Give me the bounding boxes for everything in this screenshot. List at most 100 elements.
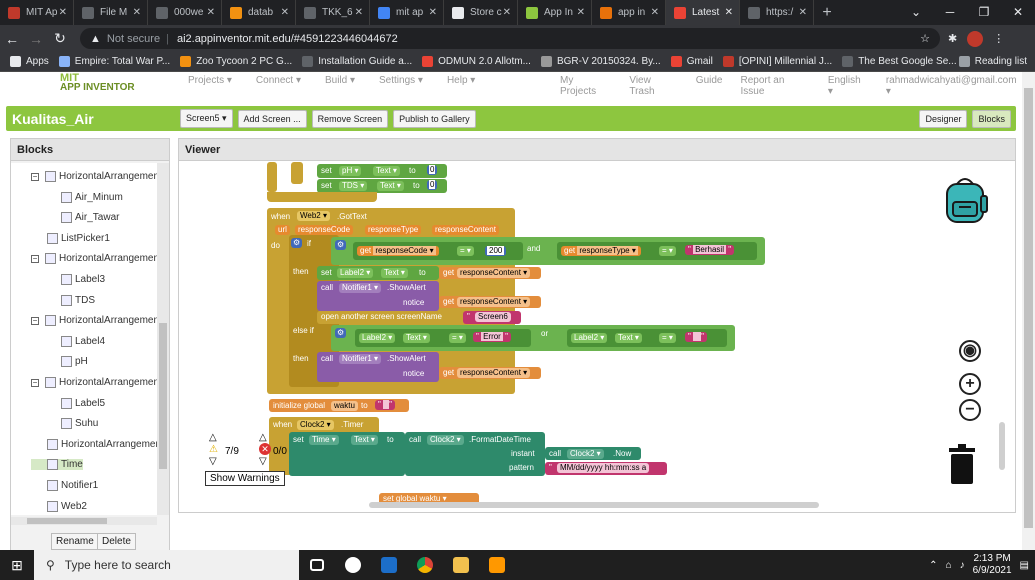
pattern-text-block[interactable]: " MM/dd/yyyy hh:mm:ss a [545, 462, 667, 475]
workspace-vscrollbar[interactable] [999, 422, 1005, 470]
tab-close-icon[interactable]: ✕ [132, 7, 141, 18]
param-responsecontent[interactable]: responseContent [432, 225, 499, 235]
remove-screen-button[interactable]: Remove Screen [311, 109, 389, 128]
tree-hscrollbar[interactable] [11, 517, 157, 525]
text-value[interactable]: MM/dd/yyyy hh:mm:ss a [557, 463, 650, 473]
number-value[interactable]: 0 [429, 165, 436, 174]
tree-item[interactable]: Air_Minum [61, 191, 123, 203]
windows-start-icon[interactable]: ⊞ [11, 556, 23, 573]
property-dropdown[interactable]: Text ▾ [381, 268, 408, 278]
init-global-waktu-block[interactable]: initialize global waktu to " " [269, 399, 409, 412]
top-menu-right-item[interactable]: My Projects [560, 75, 597, 97]
component-dropdown[interactable]: Label2 ▾ [571, 333, 608, 343]
empty-text-block[interactable]: " " [685, 332, 707, 342]
tree-item[interactable]: TDS [61, 294, 95, 306]
app-icon[interactable] [371, 550, 407, 580]
tree-item[interactable]: −HorizontalArrangemen [31, 171, 157, 182]
tree-item[interactable]: pH [61, 356, 88, 368]
minimize-icon[interactable]: ─ [945, 5, 955, 19]
tree-item[interactable]: −HorizontalArrangemen [31, 377, 157, 388]
var-dropdown[interactable]: responseContent ▾ [457, 268, 531, 278]
tree-hscroll-thumb[interactable] [27, 518, 107, 524]
property-dropdown[interactable]: Text ▾ [377, 181, 404, 191]
browser-tab[interactable]: File M✕ [74, 0, 148, 25]
component-dropdown[interactable]: pH ▾ [339, 166, 362, 176]
and-block[interactable]: ⚙ get responseCode ▾ = ▾ 200 and get res… [331, 237, 765, 265]
designer-button[interactable]: Designer [919, 109, 968, 128]
component-dropdown[interactable]: Clock2 ▾ [297, 420, 334, 430]
profile-avatar[interactable] [967, 30, 984, 47]
add-screen-button[interactable]: Add Screen ... [237, 109, 307, 128]
number-value[interactable]: 200 [487, 246, 505, 255]
var-dropdown[interactable]: responseContent ▾ [457, 297, 531, 307]
tree-item[interactable]: Time [31, 459, 83, 471]
cortana-icon[interactable] [335, 550, 371, 580]
property-dropdown[interactable]: Text ▾ [403, 333, 430, 343]
tree-item[interactable]: Label5 [61, 397, 105, 409]
bookmark-item[interactable]: Empire: Total War P... [58, 56, 170, 67]
set-tds-block[interactable]: set TDS ▾ Text ▾ to 0 [317, 179, 447, 193]
tree-item[interactable]: Label3 [61, 274, 105, 285]
number-block[interactable]: 0 [427, 165, 438, 175]
top-menu-right-item[interactable]: English ▾ [827, 75, 861, 97]
property-dropdown[interactable]: Text ▾ [615, 333, 642, 343]
tab-close-icon[interactable]: ✕ [428, 7, 437, 18]
show-hidden-icon[interactable]: ⌃ [929, 559, 938, 571]
bookmark-item[interactable]: BGR-V 20150324. By... [540, 56, 661, 67]
component-dropdown[interactable]: Notifier1 ▾ [339, 283, 382, 293]
error-prev-icon[interactable]: △ [259, 432, 267, 443]
network-icon[interactable]: ⌂ [945, 559, 952, 571]
error-next-icon[interactable]: ▽ [259, 456, 267, 467]
bookmark-item[interactable]: [OPINI] Millennial J... [722, 56, 832, 67]
component-dropdown[interactable]: Clock2 ▾ [427, 435, 464, 445]
compare-op-dropdown[interactable]: = ▾ [659, 333, 676, 343]
component-dropdown[interactable]: Clock2 ▾ [567, 449, 604, 459]
browser-tab[interactable]: https:/✕ [740, 0, 814, 25]
mutator-icon[interactable]: ⚙ [291, 238, 303, 248]
tab-close-icon[interactable]: ✕ [58, 7, 67, 18]
bookmark-star-icon[interactable]: ☆ [920, 33, 930, 45]
collapse-icon[interactable]: − [31, 171, 39, 181]
compare-op-dropdown[interactable]: = ▾ [449, 333, 466, 343]
set-ph-block[interactable]: set pH ▾ Text ▾ to 0 [317, 164, 447, 178]
new-tab-button[interactable]: + [822, 4, 832, 21]
notification-icon[interactable]: ▤ [1019, 559, 1029, 571]
top-menu-right-item[interactable]: Guide [695, 75, 723, 86]
empty-text-block[interactable]: " " [375, 400, 395, 410]
menu-icon[interactable]: ⋮ [993, 33, 1005, 45]
get-responsecontent-block[interactable]: get responseContent ▾ [439, 296, 541, 308]
tab-close-icon[interactable]: ✕ [576, 7, 585, 18]
var-name-field[interactable]: waktu [331, 401, 358, 411]
rename-button[interactable]: Rename [51, 533, 99, 550]
chrome-icon[interactable] [407, 550, 443, 580]
top-menu-item[interactable]: Build ▾ [324, 75, 356, 86]
show-warnings-button[interactable]: Show Warnings [205, 471, 285, 486]
collapse-icon[interactable]: − [31, 253, 39, 263]
warning-prev-icon[interactable]: △ [209, 432, 217, 443]
component-dropdown[interactable]: Time ▾ [309, 435, 339, 445]
task-view-icon[interactable] [299, 550, 335, 580]
page-scrollbar[interactable] [1022, 72, 1035, 550]
param-responsecode[interactable]: responseCode [295, 225, 354, 235]
tree-item[interactable]: ListPicker1 [31, 232, 110, 244]
recenter-icon[interactable]: ◉ [959, 340, 981, 362]
get-responsecontent-block[interactable]: get responseContent ▾ [439, 267, 541, 279]
tab-search-icon[interactable]: ⌄ [910, 5, 922, 19]
open-screen-block[interactable]: open another screen screenName [317, 311, 467, 324]
zoom-out-icon[interactable]: − [959, 399, 981, 421]
notifier-showalert-block[interactable]: call Notifier1 ▾ .ShowAlert notice [317, 281, 439, 311]
sublime-icon[interactable] [479, 550, 515, 580]
compare-responsecode-block[interactable]: get responseCode ▾ = ▾ 200 [353, 242, 523, 260]
top-menu-right-item[interactable]: Report an Issue [740, 75, 785, 97]
file-explorer-icon[interactable] [443, 550, 479, 580]
formatdatetime-block[interactable]: call Clock2 ▾ .FormatDateTime instant pa… [405, 432, 545, 476]
or-block[interactable]: ⚙ Label2 ▾ Text ▾ = ▾ " Error " or Label… [331, 325, 735, 351]
text-value[interactable]: Screen6 [475, 312, 511, 322]
browser-tab[interactable]: datab✕ [222, 0, 296, 25]
set-time-block[interactable]: set Time ▾ Text ▾ to [289, 432, 405, 476]
notifier-showalert-block-2[interactable]: call Notifier1 ▾ .ShowAlert notice [317, 352, 439, 382]
tab-close-icon[interactable]: ✕ [724, 7, 733, 18]
forward-icon[interactable]: → [29, 30, 43, 47]
trash-icon[interactable] [947, 444, 977, 484]
component-dropdown[interactable]: TDS ▾ [339, 181, 368, 191]
